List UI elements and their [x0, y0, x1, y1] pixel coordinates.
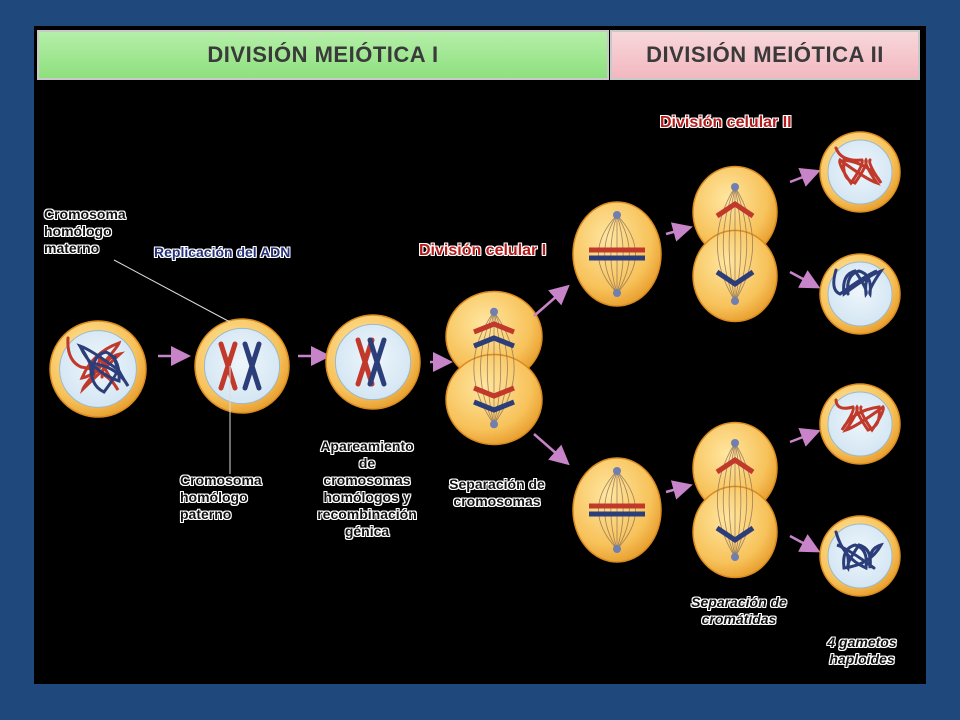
metaphase-2-cell-bottom-fiber	[598, 470, 618, 550]
metaphase-2-cell-bottom-fiber	[616, 470, 630, 550]
arrow-6b	[789, 270, 821, 289]
division-2-cell-top-chromatid-bottom	[715, 269, 755, 288]
replicated-cell-nucleus	[203, 327, 281, 405]
division-1-cell-centrosome-bottom	[490, 420, 498, 429]
metaphase-2-cell-top-fiber	[598, 214, 618, 294]
division-2-cell-bottom-fiber	[728, 442, 736, 558]
metaphase-2-cell-bottom-fiber	[616, 470, 636, 550]
meiosis-2-header: DIVISIÓN MEIÓTICA II	[610, 30, 920, 80]
division-2-cell-top	[692, 165, 778, 323]
metaphase-2-cell-bottom-centrosome-bottom	[613, 545, 621, 553]
cell-division-2-title: División celular II	[660, 114, 792, 131]
paired-cell-nucleus	[334, 323, 412, 401]
division-2-cell-bottom-chromatid-bottom	[715, 525, 755, 544]
division-2-cell-top-fiber	[734, 186, 742, 302]
cell-division-1-title: División celular I	[419, 242, 547, 259]
paternal-chromatin	[76, 343, 130, 394]
metaphase-2-cell-bottom-fiber	[616, 470, 624, 550]
metaphase-2-cell-top-fiber	[616, 214, 624, 294]
division-1-chromosome-top-2	[473, 335, 515, 349]
replication-title: Replicación del ADN	[154, 244, 291, 260]
division-1-cell-fiber	[473, 311, 495, 425]
paired-cell	[325, 314, 421, 410]
division-2-cell-top-fiber	[716, 186, 736, 302]
division-1-chromosome-top	[473, 321, 515, 335]
gamete-1-chromatin	[834, 146, 883, 186]
arrow-5-top	[665, 222, 693, 242]
chromosome-separation-label: Separación de cromosomas	[449, 476, 545, 509]
diagram-panel: DIVISIÓN MEIÓTICA I DIVISIÓN MEIÓTICA II…	[34, 26, 926, 684]
division-2-cell-bottom-centrosome-top	[731, 439, 739, 447]
division-2-cell-top-chromatid-top	[715, 200, 755, 219]
metaphase-2-cell-top-fiber	[604, 214, 618, 294]
maternal-replicated-chromosome-arm-b	[218, 341, 238, 391]
paternal-homolog-label: Cromosoma homólogo paterno	[180, 472, 262, 522]
paired-paternal-chromosome-arm-b	[367, 337, 387, 387]
arrow-6a	[789, 168, 821, 187]
paternal-replicated-chromosome-arm-b	[242, 341, 262, 391]
division-1-cell-centrosome-top	[490, 307, 498, 316]
metaphase-2-cell-bottom	[572, 457, 662, 563]
replicated-cell	[194, 318, 290, 414]
arrow-6d	[789, 534, 821, 553]
arrow-4-up	[533, 284, 570, 317]
gamete-4	[819, 515, 901, 597]
pairing-label: Apareamiento de cromosomas homólogos y r…	[317, 438, 417, 539]
maternal-pointer-line	[113, 259, 231, 323]
division-2-cell-bottom-fiber	[722, 442, 736, 558]
metaphase-2-cell-bottom-centrosome-top	[613, 467, 621, 475]
metaphase-2-cell-top-centrosome-top	[613, 211, 621, 219]
division-2-cell-bottom-fiber	[716, 442, 736, 558]
metaphase-2-cell-bottom-fiber	[610, 470, 618, 550]
division-2-cell-top-fiber	[728, 186, 736, 302]
division-1-chromosome-bottom	[473, 399, 515, 413]
metaphase-2-cell-top-fiber	[616, 214, 630, 294]
division-2-cell-bottom-fiber	[734, 442, 748, 558]
gamete-4-nucleus	[827, 523, 893, 589]
gamete-1	[819, 131, 901, 213]
arrow-6c	[789, 428, 821, 447]
meiosis-diagram	[49, 131, 901, 597]
arrow-4-down	[533, 433, 570, 466]
division-1-cell-fiber	[493, 311, 515, 425]
maternal-homolog-label: Cromosoma homólogo materno	[44, 206, 126, 256]
gamete-2-chromatin	[832, 268, 885, 298]
division-2-cell-bottom-fiber	[734, 442, 742, 558]
division-2-cell-top-centrosome-top	[731, 183, 739, 191]
division-1-cell	[445, 290, 543, 446]
division-1-chromosome-bottom-2	[473, 385, 515, 399]
metaphase-2-cell-top-fiber	[616, 214, 636, 294]
metaphase-2-cell-bottom-fiber	[604, 470, 618, 550]
gamete-2	[819, 253, 901, 335]
division-2-cell-top-fiber	[722, 186, 736, 302]
metaphase-2-cell-top-centrosome-bottom	[613, 289, 621, 297]
gametes-label: 4 gametos haploides	[827, 634, 897, 667]
gamete-4-chromatin	[834, 530, 884, 572]
division-2-cell-top-fiber	[734, 186, 748, 302]
chromatid-separation-label: Separación de cromátidas	[691, 594, 787, 627]
arrow-5-bottom	[665, 480, 693, 500]
division-2-cell-top-centrosome-bottom	[731, 297, 739, 305]
division-2-cell-bottom	[692, 421, 778, 579]
division-2-cell-bottom-centrosome-bottom	[731, 553, 739, 561]
metaphase-2-cell-top	[572, 201, 662, 307]
division-2-cell-bottom-fiber	[734, 442, 754, 558]
meiosis-1-header: DIVISIÓN MEIÓTICA I	[37, 30, 609, 80]
gamete-3	[819, 383, 901, 465]
initial-cell	[49, 320, 147, 418]
division-2-cell-bottom-chromatid-top	[715, 456, 755, 475]
division-2-cell-top-fiber	[734, 186, 754, 302]
metaphase-2-cell-top-fiber	[610, 214, 618, 294]
gamete-3-chromatin	[834, 398, 885, 433]
